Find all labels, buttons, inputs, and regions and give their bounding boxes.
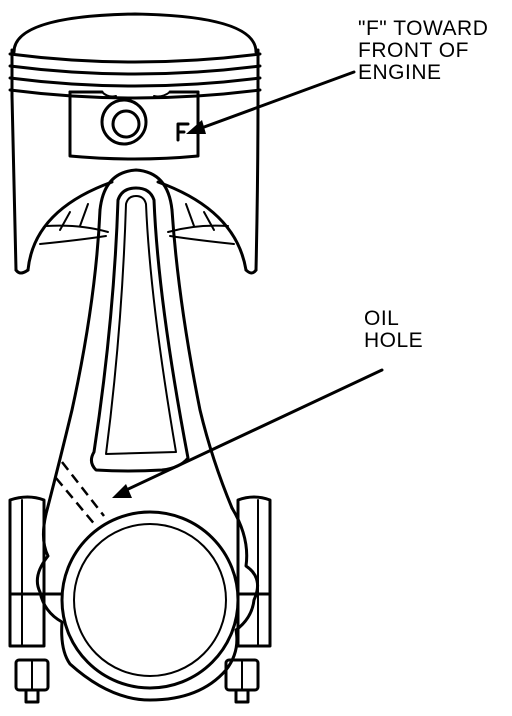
piston-ring-3 [8,76,262,88]
oil-hole-passage-1 [61,461,105,517]
oil-label-line-2: HOLE [364,329,424,352]
arrowhead-front [186,120,206,134]
piston-skirt-bottom-r [244,268,258,275]
piston-pin-bore-inner [111,109,141,139]
skirt-hatch-l2 [79,203,89,227]
skirt-hatch-l1 [59,211,71,231]
skirt-hatch-r1 [203,211,215,231]
front-label-line-3: ENGINE [358,61,442,84]
piston-ring-4 [8,88,262,100]
bolt-tip-right [234,688,250,704]
bolt-tip-left [24,688,40,704]
oil-hole-label: OIL HOLE [364,308,423,352]
big-end-bore-inner [73,523,227,677]
piston-crown [12,12,258,54]
piston-skirt-bottom [14,268,30,275]
front-of-engine-label: "F" TOWARD FRONT OF ENGINE [358,18,488,84]
arrowhead-oil [112,484,132,498]
piston-ring-1 [8,52,262,64]
skirt-web-left [45,224,109,233]
pin-boss-panel [68,90,200,161]
front-label-line-2: FRONT OF [358,39,469,62]
f-mark [176,122,190,142]
bolt-boss-right [236,495,272,648]
piston-side-left [10,48,18,272]
leaders [112,70,384,498]
skirt-web-right [167,224,229,233]
skirt-web-right-2 [169,235,235,245]
oil-hole-passage-2 [55,477,97,527]
rod-beam-outer-left [44,208,102,516]
skirt-web-left-2 [39,235,107,245]
piston-side-right [254,48,260,272]
pin-boss-notch [101,91,171,98]
piston [8,12,262,275]
front-label-line-1: "F" TOWARD [358,17,489,40]
piston-pin-bore-outer [100,98,148,146]
rod-big-end [35,506,260,702]
piston-ring-2 [8,64,262,76]
leader-front [194,70,356,132]
skirt-hatch-r2 [185,203,195,227]
big-end-bore-outer [60,510,240,690]
skirt-window-left [26,180,114,272]
skirt-window-right [156,180,248,272]
oil-label-line-1: OIL [364,307,400,330]
rod-channel-inner [105,195,177,455]
connecting-rod [8,168,272,704]
rod-beam-outer-right [170,208,234,510]
leader-oil [120,368,384,494]
bolt-boss-left [8,495,46,648]
rod-small-end [98,168,174,212]
